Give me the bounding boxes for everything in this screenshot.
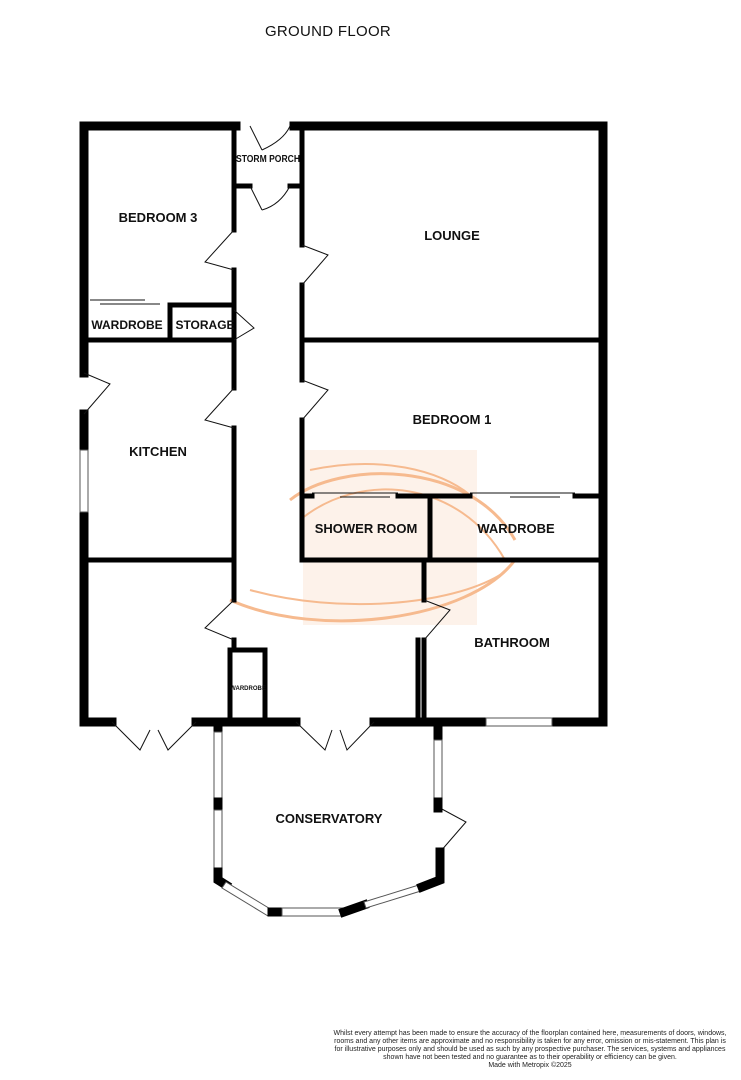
room-label-wardrobe-bedroom-1: WARDROBE bbox=[477, 521, 555, 536]
agent-logo-watermark bbox=[229, 450, 517, 625]
internal-walls bbox=[81, 123, 606, 725]
windows bbox=[79, 449, 553, 727]
floor-title: GROUND FLOOR bbox=[265, 23, 391, 40]
room-label-wardrobe-bedroom-3: WARDROBE bbox=[91, 318, 162, 332]
room-label-storage: STORAGE bbox=[175, 318, 234, 332]
room-label-shower-room: SHOWER ROOM bbox=[315, 521, 418, 536]
doors bbox=[83, 125, 575, 853]
room-label-bedroom-3: BEDROOM 3 bbox=[119, 210, 198, 225]
room-label-storm-porch: STORM PORCH bbox=[236, 154, 300, 165]
floor-plan: GROUND FLOOR bbox=[79, 23, 608, 918]
disclaimer-credit: Made with Metropix ©2025 bbox=[488, 1062, 572, 1069]
room-label-bathroom: BATHROOM bbox=[474, 635, 550, 650]
room-label-bedroom-1: BEDROOM 1 bbox=[413, 412, 492, 427]
outer-walls bbox=[79, 121, 608, 727]
room-label-lounge: LOUNGE bbox=[424, 228, 480, 243]
disclaimer-text: Whilst every attempt has been made to en… bbox=[333, 1030, 727, 1061]
room-label-kitchen: KITCHEN bbox=[129, 444, 187, 459]
room-label-wardrobe-small: WARDROBE bbox=[230, 686, 266, 692]
room-label-conservatory: CONSERVATORY bbox=[276, 811, 383, 826]
disclaimer: Whilst every attempt has been made to en… bbox=[330, 1030, 730, 1070]
conservatory-walls bbox=[213, 717, 445, 918]
